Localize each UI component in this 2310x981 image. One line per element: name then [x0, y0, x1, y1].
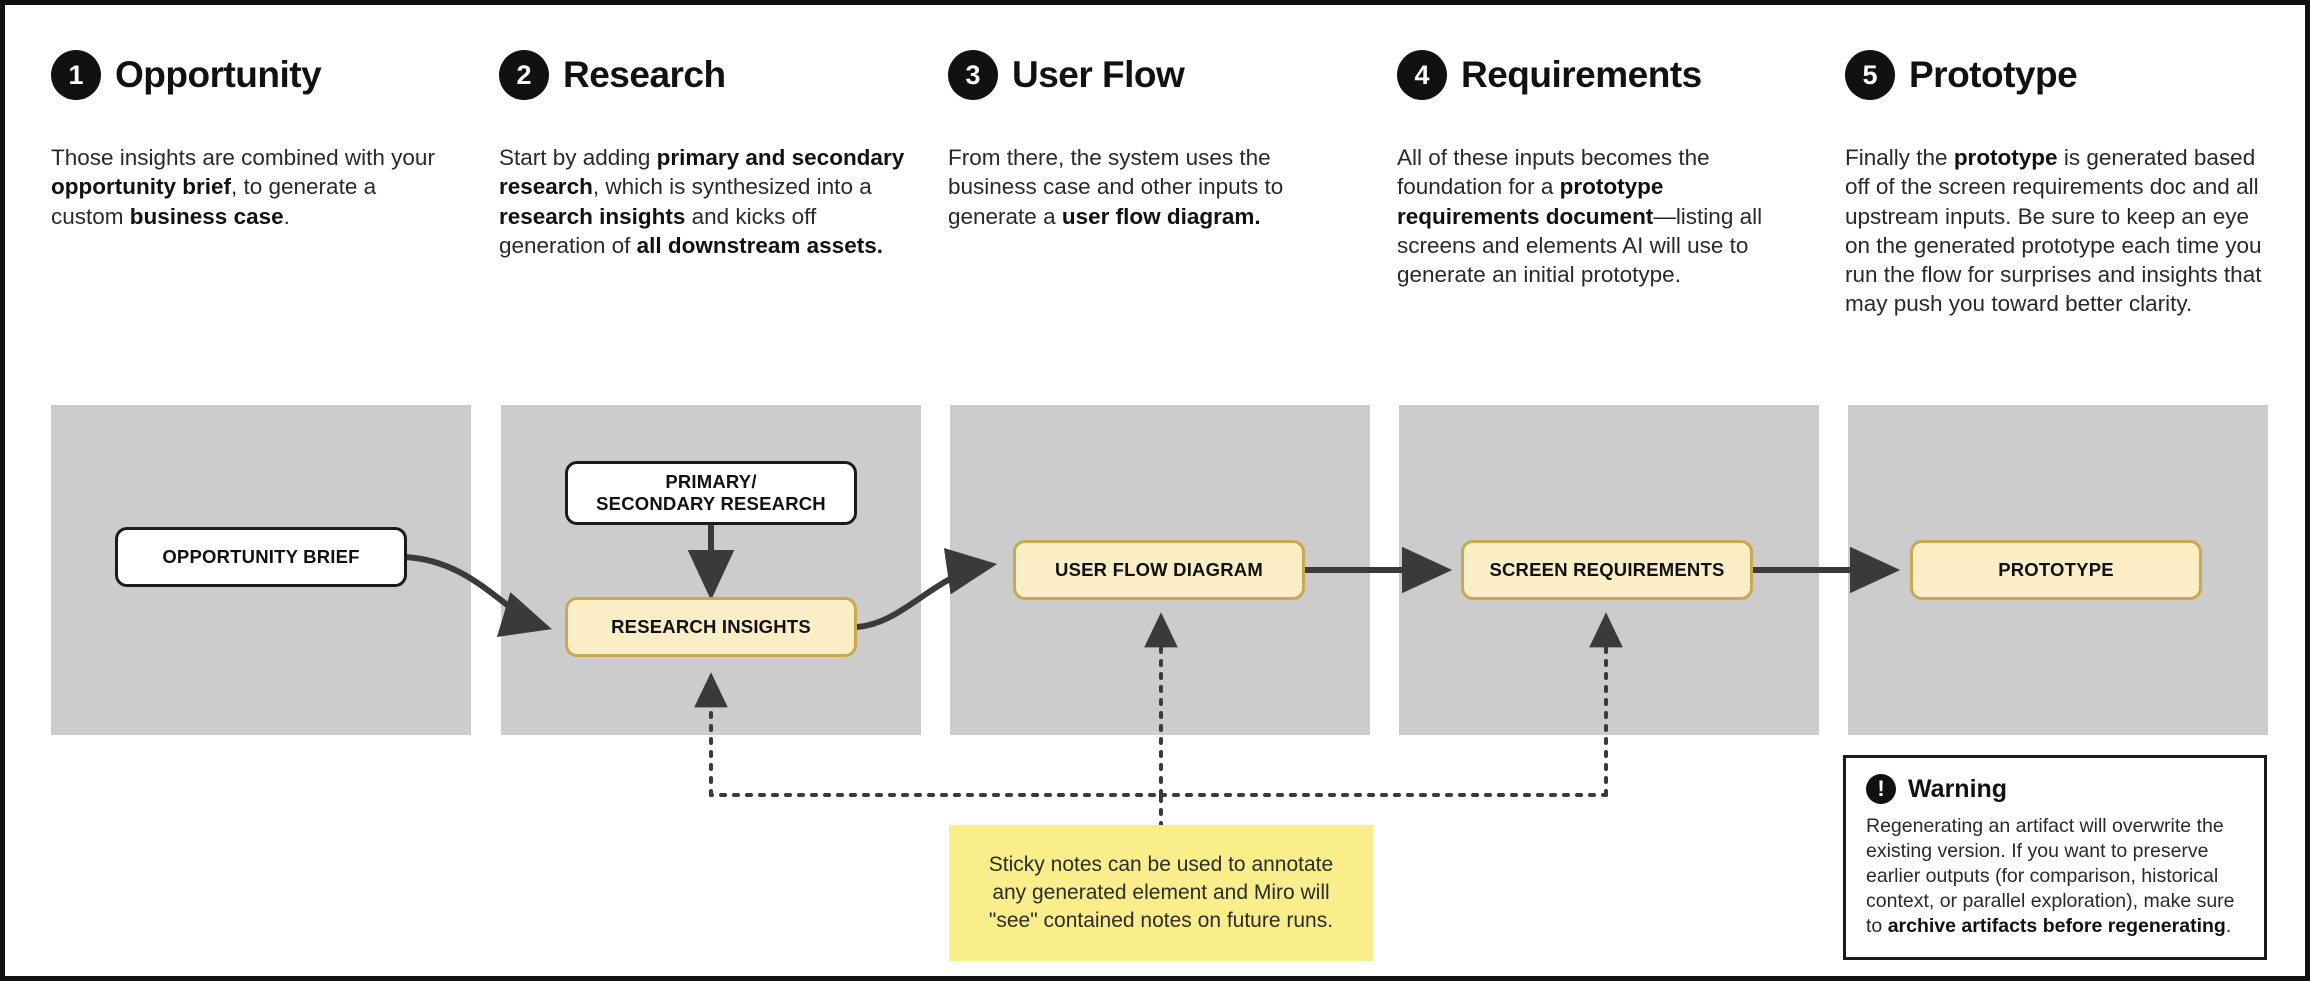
sticky-note-text: Sticky notes can be used to annotate any…: [988, 853, 1334, 932]
flow-node-label: PROTOTYPE: [1998, 559, 2114, 581]
column-title-1: Opportunity: [115, 54, 322, 95]
flow-node-prototype[interactable]: PROTOTYPE: [1910, 540, 2202, 600]
column-title-4: Requirements: [1461, 54, 1702, 95]
step-badge-3: 3: [948, 50, 998, 100]
flow-node-user-flow-diagram[interactable]: USER FLOW DIAGRAM: [1013, 540, 1305, 600]
flow-node-screen-requirements[interactable]: SCREEN REQUIREMENTS: [1461, 540, 1753, 600]
step-badge-5: 5: [1845, 50, 1895, 100]
column-body-4: All of these inputs becomes the foundati…: [1397, 145, 1763, 287]
column-body-5: Finally the prototype is generated based…: [1845, 145, 2262, 317]
column-title-5: Prototype: [1909, 54, 2078, 95]
column-body-1: Those insights are combined with your op…: [51, 145, 435, 229]
stage-panel-2: [501, 405, 921, 735]
warning-header: ! Warning: [1866, 774, 2244, 804]
column-title-2: Research: [563, 54, 726, 95]
column-heading-3: 3 User Flow: [948, 50, 1185, 100]
flow-node-label: SCREEN REQUIREMENTS: [1489, 559, 1725, 581]
sticky-note[interactable]: Sticky notes can be used to annotate any…: [949, 825, 1373, 961]
step-badge-1: 1: [51, 50, 101, 100]
warning-body: Regenerating an artifact will overwrite …: [1866, 815, 2235, 937]
warning-title: Warning: [1908, 774, 2008, 803]
flow-node-research-insights[interactable]: RESEARCH INSIGHTS: [565, 597, 857, 657]
flow-node-opportunity-brief[interactable]: OPPORTUNITY BRIEF: [115, 527, 407, 587]
flow-node-label: USER FLOW DIAGRAM: [1055, 559, 1263, 581]
column-heading-5: 5 Prototype: [1845, 50, 2078, 100]
column-body-3: From there, the system uses the business…: [948, 145, 1284, 229]
column-title-3: User Flow: [1012, 54, 1185, 95]
step-badge-4: 4: [1397, 50, 1447, 100]
connector-sticky-trunk: [709, 793, 1163, 829]
column-body-2: Start by adding primary and secondary re…: [499, 145, 905, 258]
column-heading-4: 4 Requirements: [1397, 50, 1702, 100]
exclamation-icon: !: [1866, 774, 1896, 804]
warning-callout: ! Warning Regenerating an artifact will …: [1843, 755, 2267, 960]
flow-node-label: RESEARCH INSIGHTS: [611, 616, 811, 638]
flow-node-label: OPPORTUNITY BRIEF: [162, 546, 360, 568]
step-badge-2: 2: [499, 50, 549, 100]
column-heading-2: 2 Research: [499, 50, 726, 100]
column-heading-1: 1 Opportunity: [51, 50, 322, 100]
flow-node-label: PRIMARY/ SECONDARY RESEARCH: [596, 471, 826, 514]
flow-node-primary-secondary-research[interactable]: PRIMARY/ SECONDARY RESEARCH: [565, 461, 857, 525]
